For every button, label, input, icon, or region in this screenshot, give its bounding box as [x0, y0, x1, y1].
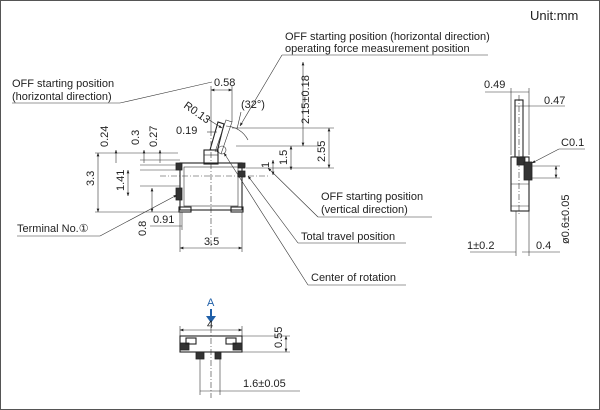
callout-total-travel: Total travel position: [301, 231, 395, 243]
main-view: [140, 119, 268, 248]
bottom-lever-right: [214, 351, 222, 360]
unit-label: Unit:mm: [530, 8, 578, 23]
dim-16: 1.6±0.05: [243, 378, 286, 390]
dim-c01: C0.1: [561, 137, 584, 149]
dim-055: 0.55: [273, 327, 285, 348]
dim-15: 1.5: [278, 150, 290, 165]
callout-off-horizontal-measure-line1: OFF starting position (horizontal direct…: [285, 31, 490, 43]
dim-255: 2.55: [316, 141, 328, 162]
dim-1: 1: [260, 162, 272, 168]
dim-angle-32: (32°): [241, 99, 265, 111]
callout-off-horizontal-left-line1: OFF starting position: [12, 78, 114, 90]
bottom-view: [179, 316, 243, 398]
dim-047: 0.47: [544, 95, 565, 107]
terminal-top-left: [175, 162, 183, 171]
view-a-arrow-icon: [206, 316, 216, 323]
callout-off-horizontal-left-line2: (horizontal direction): [12, 91, 112, 103]
callout-terminal-no: Terminal No.①: [17, 223, 89, 235]
dim-141: 1.41: [115, 170, 127, 191]
dim-03: 0.3: [130, 130, 142, 145]
terminal-1: [175, 187, 183, 201]
bottom-pad-left: [185, 337, 197, 345]
dim-215: 2.15±0.18: [300, 75, 312, 124]
dim-027: 0.27: [148, 126, 160, 147]
terminal-bottom-left: [178, 206, 192, 213]
bottom-lever-left: [195, 351, 205, 360]
callouts: OFF starting position (horizontal direct…: [12, 31, 490, 286]
dim-r013: R0.13: [181, 100, 212, 127]
terminal-right-mid: [237, 170, 246, 178]
actuator-lever-off: [214, 119, 233, 155]
dim-06: ø0.6±0.05: [560, 195, 572, 244]
dim-08: 0.8: [137, 221, 149, 236]
terminal-bottom-right: [230, 206, 244, 213]
dim-33: 3.3: [85, 171, 97, 186]
view-a-label: A: [207, 297, 215, 309]
side-terminal: [523, 161, 533, 181]
dim-058: 0.58: [214, 77, 235, 89]
side-view: [510, 95, 533, 215]
actuator-lever: [209, 121, 225, 153]
dim-4: 4: [207, 319, 213, 331]
dim-1pm02: 1±0.2: [467, 240, 494, 252]
rotation-center-mark: [217, 145, 227, 155]
side-lever-base: [516, 156, 526, 166]
callout-off-horizontal-measure-line2: operating force measurement position: [285, 43, 470, 55]
bottom-terminal-left: [179, 342, 190, 351]
angle-arc: [225, 125, 249, 141]
dim-091: 0.91: [153, 214, 174, 226]
dim-019: 0.19: [176, 125, 197, 137]
callout-off-vertical-line2: (vertical direction): [321, 204, 408, 216]
side-view-dimensions: 0.49 0.47 C0.1 ø0.6±0.05 1±0.2 0.4: [467, 79, 585, 256]
bottom-terminal-right: [232, 342, 243, 351]
dim-024: 0.24: [99, 126, 111, 147]
terminal-top-right: [237, 162, 246, 169]
callout-off-vertical-line1: OFF starting position: [321, 191, 423, 203]
dim-04: 0.4: [536, 240, 551, 252]
bottom-pad-right: [225, 337, 237, 345]
callout-center-of-rotation: Center of rotation: [311, 272, 396, 284]
main-view-dimensions: 0.58 R0.13 (32°) 0.19 0.24 0.3 0.27 3.3 …: [85, 61, 334, 252]
bottom-view-dimensions: A 4 0.55 1.6±0.05: [179, 297, 300, 395]
dim-049: 0.49: [484, 79, 505, 91]
dim-35: 3.5: [204, 236, 219, 248]
